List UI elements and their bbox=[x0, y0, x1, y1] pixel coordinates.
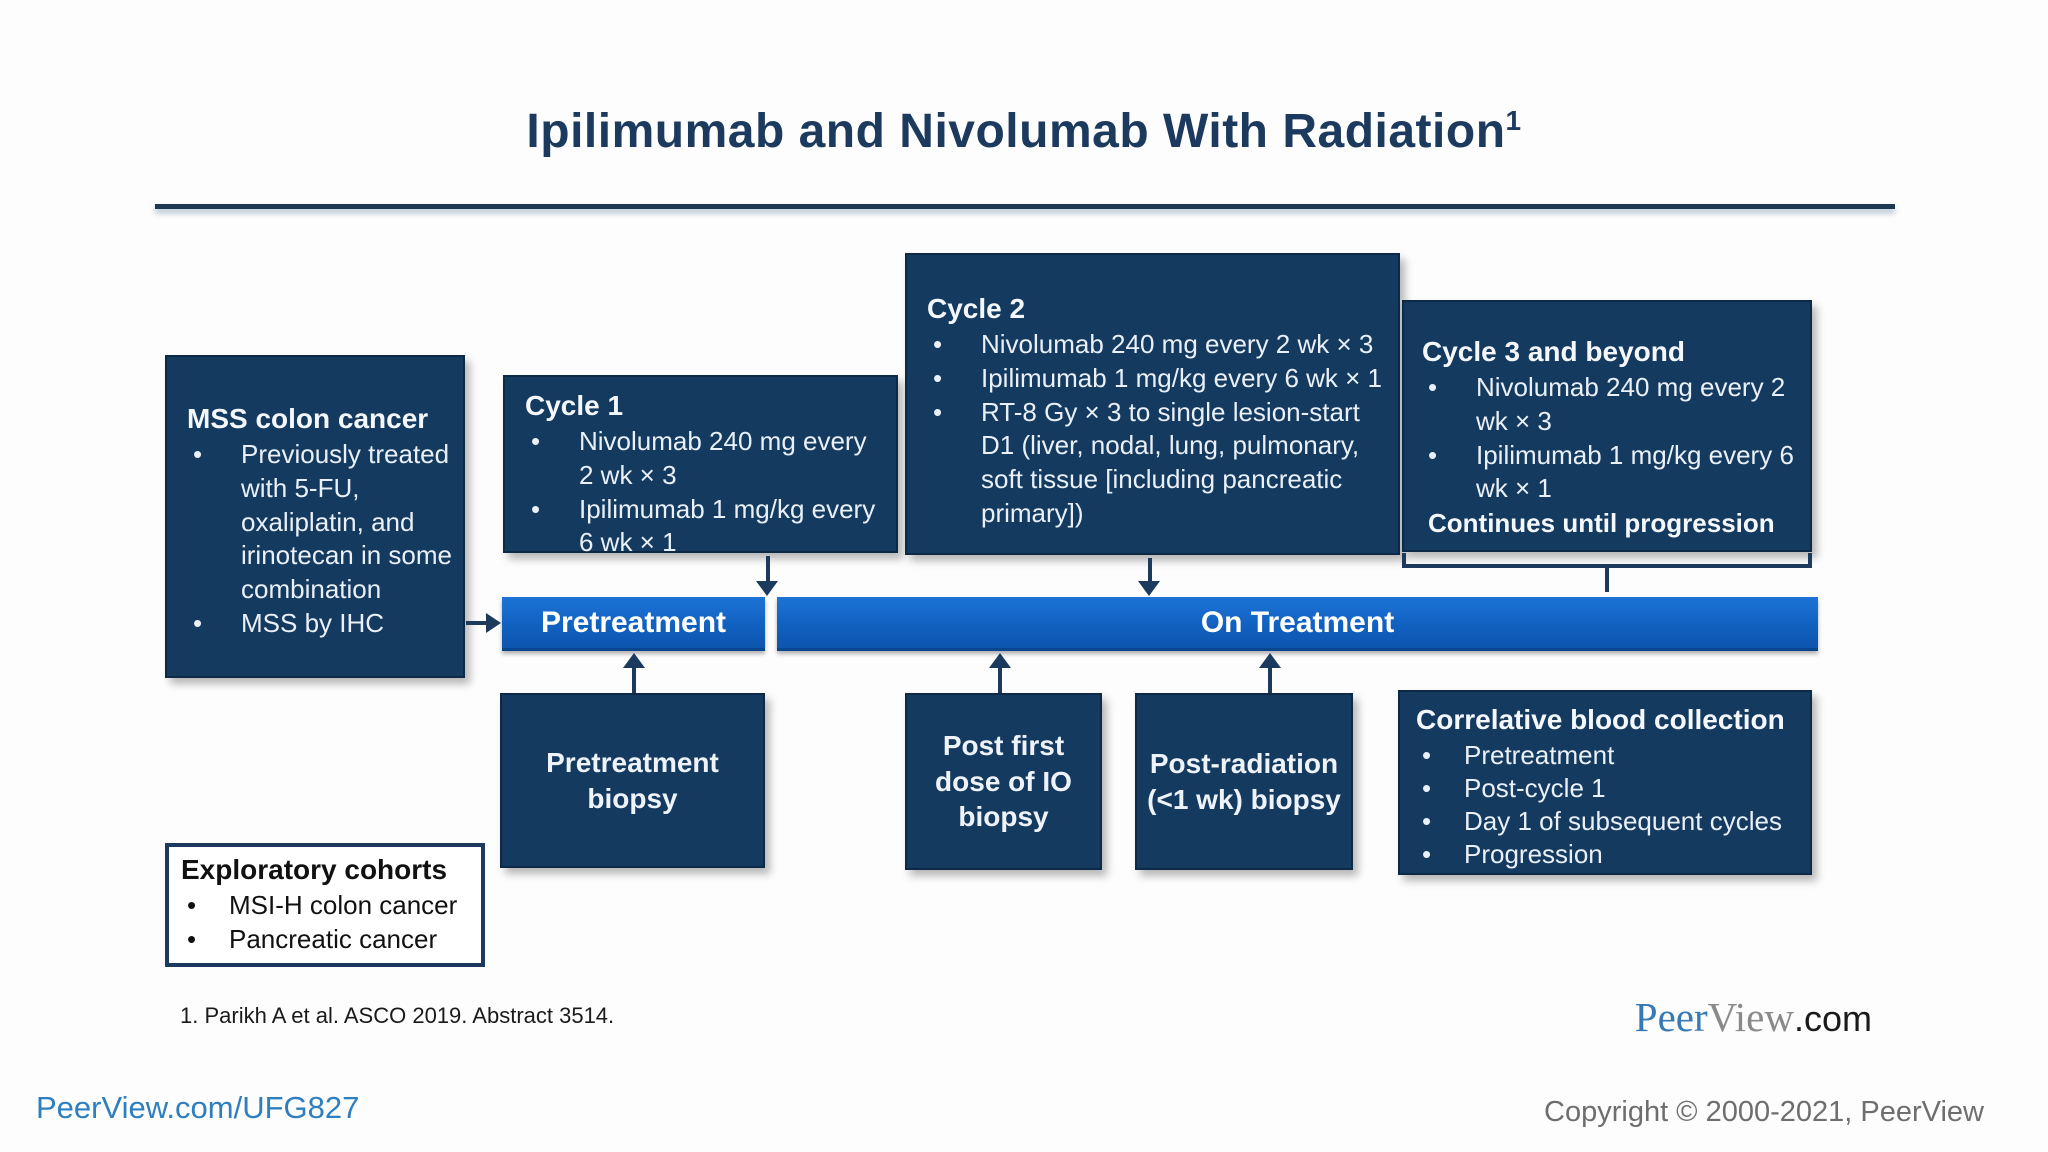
bullet-text: Nivolumab 240 mg every 2 wk × 3 bbox=[981, 329, 1374, 359]
bullet-item: MSS by IHC bbox=[187, 607, 455, 641]
box-label: Post-radiation (<1 wk) biopsy bbox=[1147, 747, 1341, 815]
on-treatment-bar-label: On Treatment bbox=[1200, 605, 1395, 639]
box-header: Exploratory cohorts bbox=[181, 854, 448, 885]
arrow-post-io-biopsy-to-bar bbox=[998, 666, 1002, 693]
box-mss-colon-cancer: MSS colon cancer Previously treated with… bbox=[165, 355, 465, 678]
box-label: Pretreatment biopsy bbox=[546, 746, 719, 814]
box-header: MSS colon cancer bbox=[187, 403, 429, 434]
box-footer-continues-until-progression: Continues until progression bbox=[1428, 508, 1775, 539]
arrow-cycle1-to-timeline bbox=[766, 556, 770, 584]
arrow-up-icon bbox=[623, 653, 645, 668]
box-header: Cycle 2 bbox=[927, 293, 1026, 324]
bullet-text: Day 1 of subsequent cycles bbox=[1464, 806, 1782, 837]
bullet-item: Nivolumab 240 mg every 2 wk × 3 bbox=[927, 328, 1386, 362]
title-text: Ipilimumab and Nivolumab With Radiation bbox=[526, 105, 1506, 158]
bullet-text: Pretreatment bbox=[1464, 740, 1615, 770]
bullet-text: MSI-H colon cancer bbox=[229, 890, 458, 920]
box-post-radiation-biopsy: Post-radiation (<1 wk) biopsy bbox=[1135, 693, 1353, 870]
box-correlative-blood-collection: Correlative blood collection Pretreatmen… bbox=[1398, 690, 1812, 875]
footnote-reference: 1. Parikh A et al. ASCO 2019. Abstract 3… bbox=[180, 1003, 615, 1028]
box-header: Cycle 1 bbox=[525, 390, 624, 421]
box-cycle-3-and-beyond: Cycle 3 and beyond Nivolumab 240 mg ever… bbox=[1402, 300, 1812, 552]
arrow-cycle2-to-timeline bbox=[1148, 558, 1152, 584]
box-cycle-2: Cycle 2 Nivolumab 240 mg every 2 wk × 3 … bbox=[905, 253, 1400, 555]
bullet-text: Pancreatic cancer bbox=[229, 923, 438, 954]
copyright-text: Copyright © 2000-2021, PeerView bbox=[1544, 1096, 1984, 1128]
arrow-down-icon bbox=[756, 581, 778, 596]
bullet-item: Nivolumab 240 mg every 2 wk × 3 bbox=[525, 425, 882, 493]
bullet-item: Previously treated with 5-FU, oxaliplati… bbox=[187, 438, 455, 607]
pretreatment-bar-label: Pretreatment bbox=[540, 605, 727, 639]
pretreatment-bar: Pretreatment bbox=[502, 597, 765, 651]
box-label: Post first dose of IO biopsy bbox=[935, 729, 1072, 833]
bullet-item: Pretreatment bbox=[1416, 739, 1802, 772]
page-title: Ipilimumab and Nivolumab With Radiation1 bbox=[0, 104, 2048, 159]
arrow-down-icon bbox=[1138, 581, 1160, 596]
box-cycle-1: Cycle 1 Nivolumab 240 mg every 2 wk × 3 … bbox=[503, 375, 898, 557]
peerview-program-link[interactable]: PeerView.com/UFG827 bbox=[36, 1090, 360, 1125]
bullet-text: Ipilimumab 1 mg/kg every 6 wk × 1 bbox=[981, 362, 1382, 393]
bullet-item: Ipilimumab 1 mg/kg every 6 wk × 1 bbox=[1422, 439, 1800, 507]
box-header: Correlative blood collection bbox=[1416, 704, 1785, 735]
bullet-text: Ipilimumab 1 mg/kg every 6 wk × 1 bbox=[1476, 439, 1794, 504]
bullet-item: Progression bbox=[1416, 838, 1802, 871]
bullet-item: Ipilimumab 1 mg/kg every 6 wk × 1 bbox=[525, 493, 882, 561]
bullet-item: Nivolumab 240 mg every 2 wk × 3 bbox=[1422, 371, 1800, 439]
logo-com: .com bbox=[1793, 998, 1872, 1039]
arrow-right-icon bbox=[486, 613, 501, 633]
bullet-text: MSS by IHC bbox=[241, 607, 385, 638]
bullet-text: Post-cycle 1 bbox=[1464, 773, 1606, 804]
bullet-text: Previously treated with 5-FU, oxaliplati… bbox=[241, 439, 452, 605]
bullet-text: RT-8 Gy × 3 to single lesion-start D1 (l… bbox=[981, 396, 1360, 528]
bullet-text: Ipilimumab 1 mg/kg every 6 wk × 1 bbox=[579, 493, 876, 558]
arrow-up-icon bbox=[1259, 653, 1281, 668]
box-exploratory-cohorts: Exploratory cohorts MSI-H colon cancer P… bbox=[165, 843, 485, 967]
on-treatment-bar: On Treatment bbox=[777, 597, 1818, 651]
arrow-mss-to-pretreatment bbox=[466, 621, 488, 625]
bullet-text: Nivolumab 240 mg every 2 wk × 3 bbox=[1476, 372, 1786, 436]
arrow-up-icon bbox=[989, 653, 1011, 668]
bullet-item: Pancreatic cancer bbox=[181, 923, 475, 957]
box-post-first-dose-io-biopsy: Post first dose of IO biopsy bbox=[905, 693, 1102, 870]
box-pretreatment-biopsy: Pretreatment biopsy bbox=[500, 693, 765, 868]
bullet-item: Post-cycle 1 bbox=[1416, 772, 1802, 805]
box-header: Cycle 3 and beyond bbox=[1422, 336, 1685, 367]
arrow-post-radiation-biopsy-to-bar bbox=[1268, 666, 1272, 693]
bullet-item: RT-8 Gy × 3 to single lesion-start D1 (l… bbox=[927, 396, 1386, 531]
title-divider bbox=[155, 204, 1895, 209]
bullet-item: Ipilimumab 1 mg/kg every 6 wk × 1 bbox=[927, 362, 1386, 396]
logo-peer: Peer bbox=[1634, 994, 1708, 1040]
title-superscript: 1 bbox=[1505, 105, 1522, 136]
peerview-logo: PeerView.com bbox=[1635, 993, 1872, 1041]
bullet-item: MSI-H colon cancer bbox=[181, 889, 475, 923]
bullet-item: Day 1 of subsequent cycles bbox=[1416, 805, 1802, 838]
arrow-pretreatment-biopsy-to-bar bbox=[632, 666, 636, 693]
cycle3-bracket-tick bbox=[1605, 566, 1609, 592]
bullet-text: Progression bbox=[1464, 839, 1603, 870]
bullet-text: Nivolumab 240 mg every 2 wk × 3 bbox=[579, 426, 867, 490]
logo-view: View bbox=[1707, 994, 1794, 1040]
